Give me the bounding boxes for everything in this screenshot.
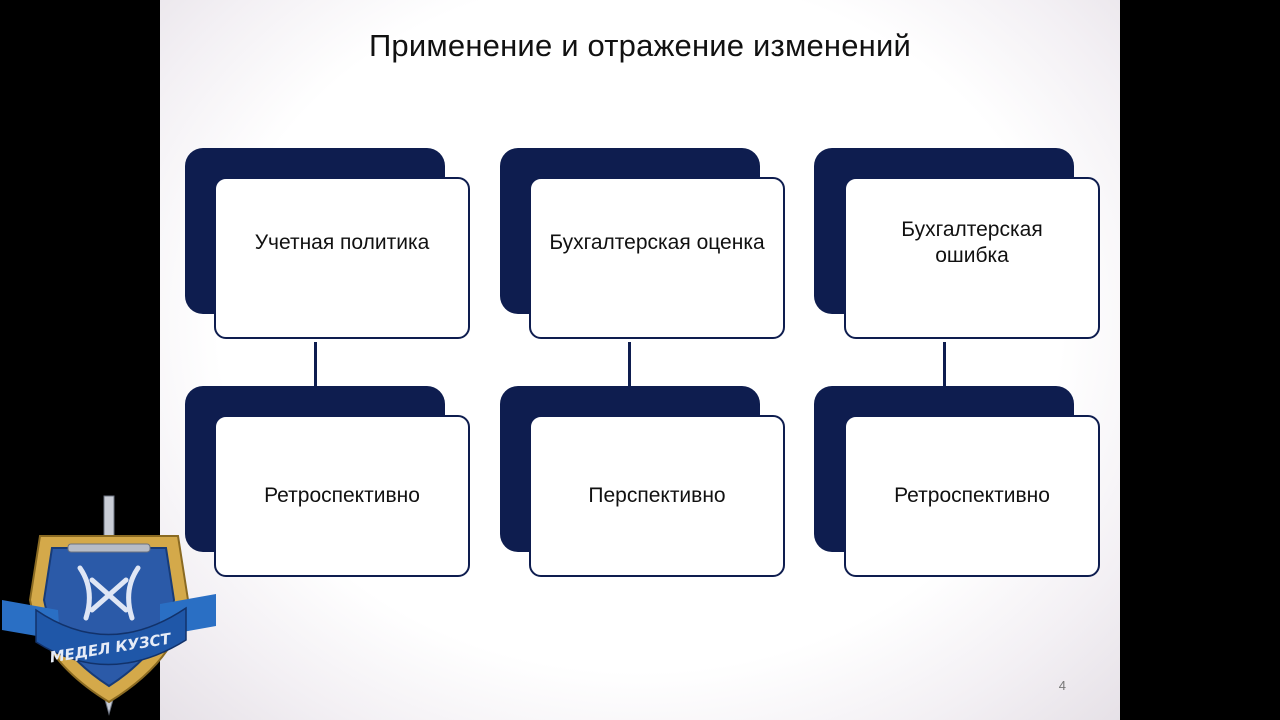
page-number: 4 bbox=[1058, 678, 1066, 693]
box-prospective: Перспективно bbox=[529, 415, 785, 577]
box-retrospective-2: Ретроспективно bbox=[844, 415, 1100, 577]
slide: Применение и отражение изменений Учетная… bbox=[160, 0, 1120, 720]
slide-title: Применение и отражение изменений bbox=[368, 28, 912, 63]
box-retrospective: Ретроспективно bbox=[214, 415, 470, 577]
connector-line bbox=[314, 342, 317, 386]
box-accounting-policy: Учетная политика bbox=[214, 177, 470, 339]
box-accounting-error: Бухгалтерская ошибка bbox=[844, 177, 1100, 339]
shield-logo-icon: МЕДЕЛ КУЗСТ bbox=[2, 495, 216, 716]
box-accounting-estimate: Бухгалтерская оценка bbox=[529, 177, 785, 339]
connector-line bbox=[628, 342, 631, 386]
connector-line bbox=[943, 342, 946, 386]
